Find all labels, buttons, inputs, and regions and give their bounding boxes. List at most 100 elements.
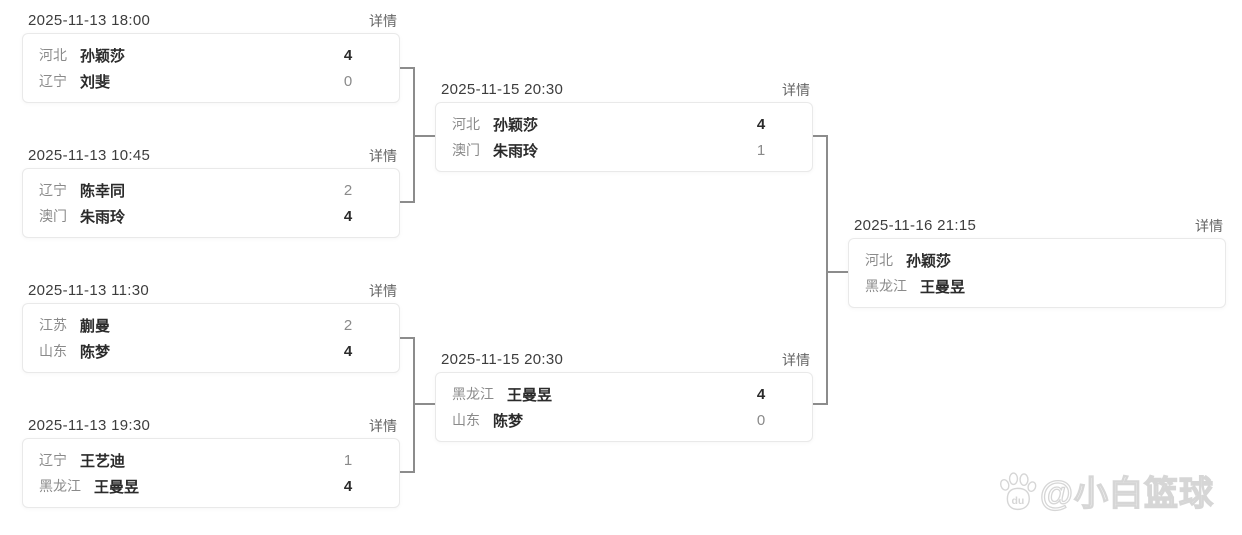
bracket-connector (400, 337, 415, 339)
bracket-connector (413, 135, 435, 137)
player-score: 4 (343, 477, 353, 495)
bracket-connector (813, 135, 827, 137)
watermark-text: @小白篮球 (1039, 474, 1214, 513)
match-datetime: 2025-11-15 20:30 (441, 351, 564, 368)
player-team: 山东 (452, 412, 480, 428)
player-row: 黑龙江 王曼昱 4 (436, 383, 812, 405)
player-row: 澳门 朱雨玲 4 (23, 205, 399, 227)
player-team: 江苏 (39, 317, 67, 333)
bracket-connector (400, 201, 415, 203)
baidu-paw-icon: du (996, 470, 1038, 512)
match-box[interactable]: 辽宁 王艺迪 1 黑龙江 王曼昱 4 (22, 438, 400, 508)
player-name: 陈幸同 (80, 182, 126, 200)
player-team: 澳门 (39, 208, 67, 224)
player-score: 1 (756, 141, 766, 159)
player-team: 河北 (452, 116, 480, 132)
player-team: 黑龙江 (865, 278, 907, 294)
match-header: 2025-11-15 20:30 详情 (435, 349, 813, 370)
player-name: 王曼昱 (94, 478, 140, 496)
baidu-du-text: du (1011, 495, 1024, 507)
match-header: 2025-11-16 21:15 详情 (848, 215, 1226, 236)
match-card-qf4: 2025-11-13 19:30 详情 辽宁 王艺迪 1 黑龙江 王曼昱 4 (22, 415, 400, 508)
bracket-connector (400, 471, 415, 473)
match-datetime: 2025-11-13 19:30 (28, 417, 151, 434)
details-link[interactable]: 详情 (369, 12, 397, 29)
details-link[interactable]: 详情 (369, 282, 397, 299)
match-datetime: 2025-11-13 11:30 (28, 282, 150, 299)
match-datetime: 2025-11-15 20:30 (441, 81, 564, 98)
player-row: 澳门 朱雨玲 1 (436, 139, 812, 161)
match-card-qf1: 2025-11-13 18:00 详情 河北 孙颖莎 4 辽宁 刘斐 0 (22, 10, 400, 103)
player-name: 蒯曼 (80, 317, 111, 335)
match-box[interactable]: 河北 孙颖莎 黑龙江 王曼昱 (848, 238, 1226, 308)
match-datetime: 2025-11-13 18:00 (28, 12, 151, 29)
player-name: 朱雨玲 (80, 208, 126, 226)
match-datetime: 2025-11-13 10:45 (28, 147, 151, 164)
match-card-qf3: 2025-11-13 11:30 详情 江苏 蒯曼 2 山东 陈梦 4 (22, 280, 400, 373)
player-row: 河北 孙颖莎 4 (23, 44, 399, 66)
player-team: 黑龙江 (452, 386, 494, 402)
player-team: 辽宁 (39, 452, 67, 468)
player-score: 2 (343, 316, 353, 334)
details-link[interactable]: 详情 (1195, 217, 1223, 234)
player-name: 王艺迪 (80, 452, 126, 470)
player-score: 1 (343, 451, 353, 469)
match-header: 2025-11-13 11:30 详情 (22, 280, 400, 301)
player-row: 河北 孙颖莎 4 (436, 113, 812, 135)
details-link[interactable]: 详情 (782, 81, 810, 98)
match-box[interactable]: 江苏 蒯曼 2 山东 陈梦 4 (22, 303, 400, 373)
bracket-connector (826, 135, 828, 405)
player-row: 黑龙江 王曼昱 4 (23, 475, 399, 497)
match-card-qf2: 2025-11-13 10:45 详情 辽宁 陈幸同 2 澳门 朱雨玲 4 (22, 145, 400, 238)
player-score: 2 (343, 181, 353, 199)
player-score: 4 (343, 342, 353, 360)
details-link[interactable]: 详情 (369, 147, 397, 164)
player-name: 王曼昱 (507, 386, 553, 404)
player-name: 陈梦 (80, 343, 111, 361)
watermark: du @小白篮球 (996, 466, 1214, 515)
player-team: 辽宁 (39, 73, 67, 89)
player-team: 山东 (39, 343, 67, 359)
match-header: 2025-11-13 10:45 详情 (22, 145, 400, 166)
bracket-connector (826, 271, 848, 273)
bracket-connector (413, 337, 415, 473)
player-row: 辽宁 陈幸同 2 (23, 179, 399, 201)
player-team: 河北 (39, 47, 67, 63)
player-name: 朱雨玲 (493, 142, 539, 160)
player-name: 孙颖莎 (493, 116, 539, 134)
bracket-connector (813, 403, 827, 405)
player-row: 辽宁 刘斐 0 (23, 70, 399, 92)
match-box[interactable]: 河北 孙颖莎 4 澳门 朱雨玲 1 (435, 102, 813, 172)
player-score: 0 (343, 72, 353, 90)
player-name: 孙颖莎 (80, 47, 126, 65)
player-score: 4 (756, 385, 766, 403)
player-team: 黑龙江 (39, 478, 81, 494)
player-name: 孙颖莎 (906, 252, 952, 270)
player-row: 山东 陈梦 0 (436, 409, 812, 431)
player-name: 刘斐 (80, 73, 111, 91)
match-header: 2025-11-13 19:30 详情 (22, 415, 400, 436)
match-datetime: 2025-11-16 21:15 (854, 217, 977, 234)
bracket-connector (400, 67, 415, 69)
player-row: 河北 孙颖莎 (849, 249, 1225, 271)
match-box[interactable]: 河北 孙颖莎 4 辽宁 刘斐 0 (22, 33, 400, 103)
player-row: 江苏 蒯曼 2 (23, 314, 399, 336)
player-team: 河北 (865, 252, 893, 268)
player-row: 辽宁 王艺迪 1 (23, 449, 399, 471)
player-score: 4 (756, 115, 766, 133)
player-row: 黑龙江 王曼昱 (849, 275, 1225, 297)
match-header: 2025-11-13 18:00 详情 (22, 10, 400, 31)
player-team: 辽宁 (39, 182, 67, 198)
bracket-connector (413, 403, 435, 405)
player-score: 4 (343, 46, 353, 64)
match-box[interactable]: 辽宁 陈幸同 2 澳门 朱雨玲 4 (22, 168, 400, 238)
details-link[interactable]: 详情 (369, 417, 397, 434)
details-link[interactable]: 详情 (782, 351, 810, 368)
match-card-sf1: 2025-11-15 20:30 详情 河北 孙颖莎 4 澳门 朱雨玲 1 (435, 79, 813, 172)
match-box[interactable]: 黑龙江 王曼昱 4 山东 陈梦 0 (435, 372, 813, 442)
match-card-sf2: 2025-11-15 20:30 详情 黑龙江 王曼昱 4 山东 陈梦 0 (435, 349, 813, 442)
match-header: 2025-11-15 20:30 详情 (435, 79, 813, 100)
player-name: 王曼昱 (920, 278, 966, 296)
player-score: 0 (756, 411, 766, 429)
